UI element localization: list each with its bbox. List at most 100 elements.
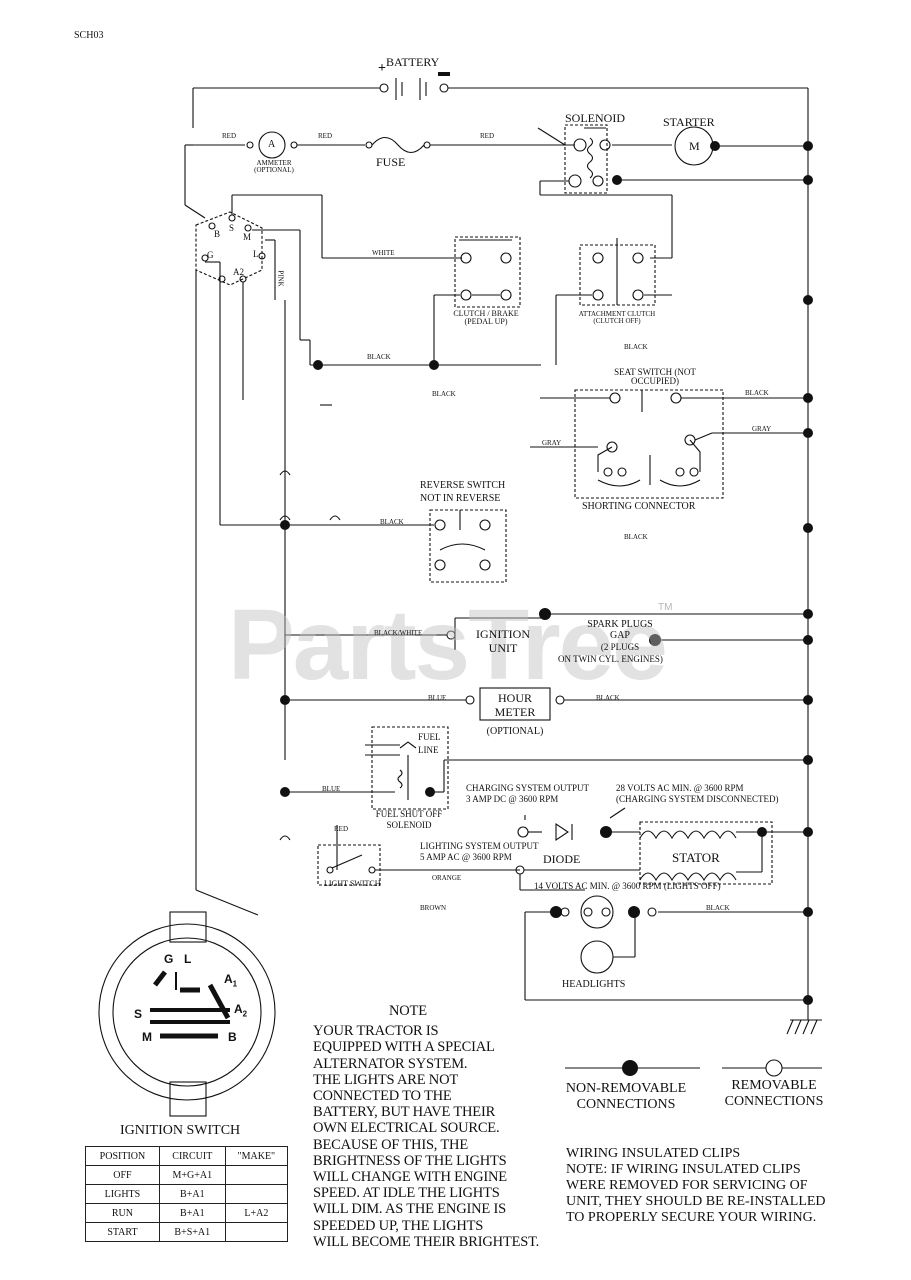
charging-output-label-2: 3 AMP DC @ 3600 RPM [466,794,559,804]
note-line: THE LIGHTS ARE NOT [313,1071,459,1088]
starter-label: STARTER [663,115,715,129]
stator-label: STATOR [672,850,720,865]
wire-black-1: BLACK [367,353,391,361]
non-removable-connection-dots [280,141,813,1005]
wire-red-1: RED [222,132,236,140]
note-line: BATTERY, BUT HAVE THEIR [313,1104,496,1121]
legend-removable-1: REMOVABLE [731,1078,817,1093]
volts-28-label-2: (CHARGING SYSTEM DISCONNECTED) [616,794,779,804]
battery-label: BATTERY [386,55,440,69]
connector-m: M [243,232,252,242]
seat-switch-label: SEAT SWITCH (NOT OCCUPIED) [614,367,696,386]
fuel-shutoff-symbol [285,726,808,810]
clips-note-line: NOTE: IF WIRING INSULATED CLIPS [566,1162,801,1177]
switch-terminal-a1: A1 [224,972,238,989]
clips-note-line: TO PROPERLY SECURE YOUR WIRING. [566,1210,817,1225]
red-feed-wire [184,131,575,205]
fuel-shutoff-label-1: FUEL SHUT OFF [375,809,443,819]
solenoid-label: SOLENOID [565,111,625,125]
spark-plugs-label-1: SPARK PLUGS [587,619,653,630]
note-line: YOUR TRACTOR IS [313,1023,439,1040]
clutch-brake-label: CLUTCH / BRAKE (PEDAL UP) [453,309,519,326]
table-cell: L+A2 [224,1203,289,1223]
wire-brown: BROWN [420,904,447,912]
table-row: LIGHTS B+A1 [85,1184,289,1204]
wire-black-5: BLACK [380,518,404,526]
ignition-connector-symbol [184,194,541,916]
note-title: NOTE [389,1003,427,1019]
alternator-note: NOTE YOUR TRACTOR IS EQUIPPED WITH A SPE… [313,1003,539,1250]
wire-black-6: BLACK [624,533,648,541]
not-in-reverse-label: NOT IN REVERSE [420,493,501,504]
table-header-cell: POSITION [85,1146,160,1166]
connector-s: S [229,223,235,233]
table-cell [224,1184,289,1204]
watermark-trademark: TM [658,602,673,613]
page-code: SCH03 [74,30,104,41]
wiring-clips-note: WIRING INSULATED CLIPS NOTE: IF WIRING I… [566,1146,826,1226]
wire-blue-2: BLUE [322,785,341,793]
ignition-switch-face [98,911,276,1117]
switch-terminal-b: B [228,1030,237,1044]
wire-white: WHITE [372,249,395,257]
volts-14-label: 14 VOLTS AC MIN. @ 3600 RPM (LIGHTS OFF) [534,881,721,891]
table-cell: B+A1 [158,1203,226,1223]
note-line: WILL BECOME THEIR BRIGHTEST. [313,1233,540,1250]
note-line: SPEED. AT IDLE THE LIGHTS [313,1185,500,1202]
ignition-unit-label-2: UNIT [488,641,518,655]
note-line: WILL DIM. AS THE ENGINE IS [313,1201,506,1218]
clips-note-line: UNIT, THEY SHOULD BE RE-INSTALLED [566,1194,826,1209]
note-line: SPEEDED UP, THE LIGHTS [313,1217,484,1234]
charging-output-label-1: CHARGING SYSTEM OUTPUT [466,783,590,793]
table-cell [224,1165,289,1185]
wire-black-4: BLACK [745,389,769,397]
attachment-clutch-switch-symbol [555,238,672,365]
ignition-position-table: POSITION CIRCUIT "MAKE" OFF M+G+A1 LIGHT… [85,1146,289,1242]
volts-28-label-1: 28 VOLTS AC MIN. @ 3600 RPM [616,783,744,793]
hour-meter-label-3: (OPTIONAL) [486,726,544,737]
connector-l: L [253,249,259,259]
lighting-output-label-1: LIGHTING SYSTEM OUTPUT [420,841,539,851]
fuel-shutoff-label-2: SOLENOID [386,820,432,830]
ignition-switch-label: IGNITION SWITCH [120,1123,241,1138]
clips-note-line: WERE REMOVED FOR SERVICING OF [566,1178,808,1193]
connector-g: G [207,250,214,260]
hour-meter-symbol [285,687,808,721]
removable-wire-marks [279,404,341,841]
table-row: OFF M+G+A1 [85,1165,289,1185]
lighting-output-label-2: 5 AMP AC @ 3600 RPM [420,852,512,862]
shorting-connector-label: SHORTING CONNECTOR [582,501,696,512]
legend-removable-2: CONNECTIONS [724,1094,824,1109]
wire-red-4: RED [334,825,348,833]
wire-black-2: BLACK [432,390,456,398]
connector-b: B [214,229,221,239]
table-cell: B+A1 [158,1184,226,1204]
note-line: OWN ELECTRICAL SOURCE. [313,1120,500,1137]
clutch-brake-switch-symbol [433,236,521,365]
ammeter-label: AMMETER (OPTIONAL) [254,159,294,174]
diode-label: DIODE [543,852,581,866]
solenoid-symbol [537,124,673,259]
ground-symbol [786,1019,822,1035]
wire-black-7: BLACK [596,694,620,702]
light-switch-label: LIGHT SWITCH [324,879,381,888]
fuel-line-label-2: LINE [418,745,439,755]
note-line: WILL CHANGE WITH ENGINE [313,1169,507,1186]
switch-terminal-m: M [142,1030,152,1044]
reverse-switch-symbol [429,509,507,583]
table-header-cell: "MAKE" [224,1146,289,1166]
fuel-line-label-1: FUEL [418,732,441,742]
wire-black-3: BLACK [624,343,648,351]
spark-plugs-label-2: GAP [609,630,630,641]
starter-motor-symbol [620,126,808,181]
ammeter-a-label: A [268,139,276,150]
table-cell: START [85,1222,160,1242]
note-line: CONNECTED TO THE [313,1088,452,1105]
legend-non-removable-2: CONNECTIONS [576,1097,676,1112]
fuse-label: FUSE [376,155,406,169]
spark-plugs-label-4: ON TWIN CYL. ENGINES) [558,654,663,664]
wire-black-8: BLACK [706,904,730,912]
wire-gray-1: GRAY [542,439,562,447]
note-line: ALTERNATOR SYSTEM. [313,1055,468,1072]
